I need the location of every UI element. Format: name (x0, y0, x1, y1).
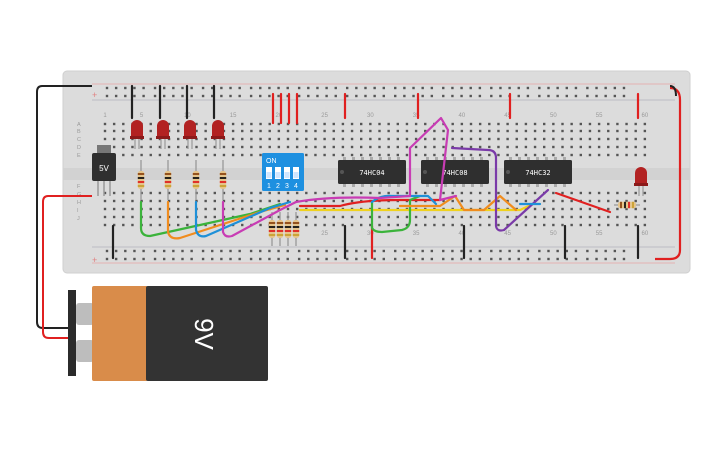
column-number-top: 15 (230, 113, 237, 119)
resistor (219, 160, 227, 200)
dip-switch-number: 4 (294, 183, 298, 190)
voltage-regulator: 5V (92, 145, 116, 196)
wire-magenta-1 (221, 200, 298, 238)
wire-red-main (298, 198, 442, 208)
chip-label: 74HC08 (442, 169, 467, 177)
led (130, 120, 144, 149)
resistor (268, 212, 276, 246)
column-number-top: 50 (550, 113, 557, 119)
led (211, 120, 225, 149)
wire-green-2 (370, 194, 422, 234)
led (156, 120, 170, 149)
wire-orange-1 (166, 200, 287, 240)
column-number-top: 55 (596, 113, 603, 119)
dip-switch-number: 2 (276, 183, 280, 190)
rail-plus-top: + (92, 90, 97, 100)
column-number-top: 25 (321, 113, 328, 119)
ic-chip: 74HC32 (504, 157, 572, 187)
resistor (276, 212, 284, 246)
row-label: D (77, 145, 81, 151)
row-label: J (77, 216, 80, 222)
chip-label: 74HC04 (359, 169, 384, 177)
column-number-top: 30 (367, 113, 374, 119)
column-number-top: 40 (459, 113, 466, 119)
wire-orange-2 (398, 194, 518, 212)
wire-blue-2 (370, 194, 438, 206)
wire-green-1 (139, 200, 282, 238)
row-label: A (77, 122, 81, 128)
wire-yellow-main (298, 201, 537, 212)
battery-label: 9V (189, 318, 219, 350)
dip-switch-number: 1 (267, 183, 271, 190)
resistor (284, 212, 292, 246)
resistor (614, 201, 640, 209)
wire-magenta-2 (294, 116, 458, 204)
wire-purple-1 (450, 146, 550, 232)
resistor (137, 160, 145, 200)
chip-label: 74HC32 (525, 169, 550, 177)
dip-switch-on-label: ON (266, 158, 277, 165)
signal-wires (139, 116, 612, 240)
row-label: H (77, 200, 81, 206)
column-number-bottom: 55 (596, 231, 603, 237)
column-number-bottom: 30 (367, 231, 374, 237)
column-numbers-bottom: 25 30 35 40 45 50 55 60 (321, 231, 649, 237)
battery-red-wire (42, 195, 92, 339)
column-number-top: 1 (103, 113, 107, 119)
regulator-label: 5V (99, 164, 109, 173)
right-ground-wire (669, 85, 677, 97)
column-number-top: 20 (276, 113, 283, 119)
resistor-group-dip (268, 201, 640, 246)
column-number-bottom: 45 (504, 231, 511, 237)
column-number-bottom: 25 (321, 231, 328, 237)
ic-chip: 74HC04 (338, 157, 406, 187)
rail-plus-bottom: + (92, 255, 97, 265)
row-label: E (77, 153, 81, 159)
power-jumpers (111, 84, 640, 260)
wire-blue-1 (194, 200, 292, 238)
ic-chip: 74HC08 (421, 157, 489, 187)
column-number-bottom: 50 (550, 231, 557, 237)
battery-9v: 9V (68, 286, 268, 381)
chip-group: 74HC04 74HC08 74HC32 (338, 157, 572, 187)
resistor-group-left (137, 160, 227, 200)
column-number-bottom: 40 (459, 231, 466, 237)
column-number-top: 35 (413, 113, 420, 119)
column-number-top: 5 (140, 113, 144, 119)
led-group (130, 120, 648, 196)
column-number-top: 45 (504, 113, 511, 119)
row-label: C (77, 137, 81, 143)
led (634, 167, 648, 196)
row-label: I (77, 208, 79, 214)
led (183, 120, 197, 149)
resistor (192, 160, 200, 200)
resistor (164, 160, 172, 200)
resistor (292, 212, 300, 246)
wire-red-out (554, 191, 612, 214)
battery-black-wire (36, 85, 92, 329)
column-number-top: 60 (642, 113, 649, 119)
column-number-bottom: 60 (642, 231, 649, 237)
dip-switch-number: 3 (285, 183, 289, 190)
row-label: B (77, 129, 81, 135)
row-label: F (77, 184, 81, 190)
column-number-bottom: 35 (413, 231, 420, 237)
